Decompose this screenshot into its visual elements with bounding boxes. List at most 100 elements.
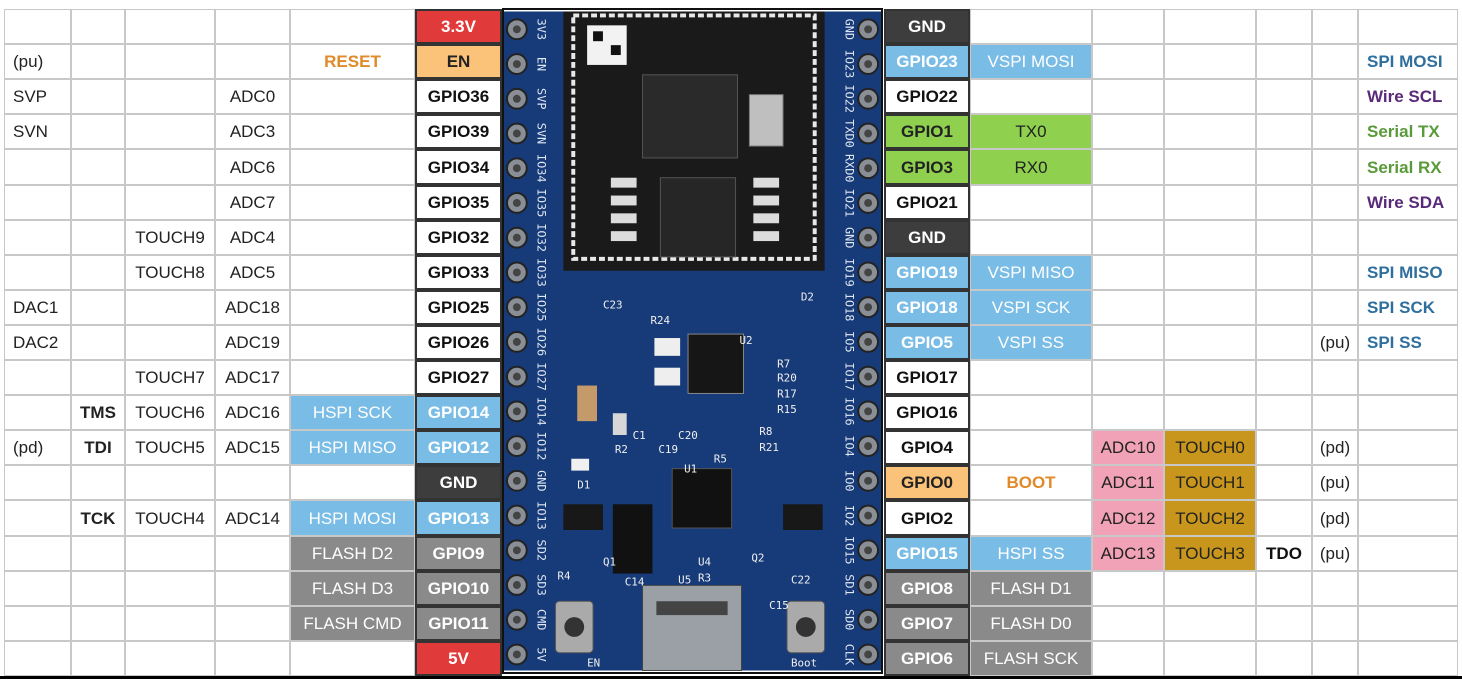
header-pin-hole: [512, 650, 521, 659]
header-pin-hole: [512, 94, 521, 103]
pin-function-cell: SVP: [4, 79, 71, 114]
pin-function-cell: [71, 9, 125, 44]
pin-function-cell: [1256, 465, 1312, 500]
pin-function-cell: TOUCH6: [125, 395, 215, 430]
pin-function-cell: [1256, 430, 1312, 465]
pin-function-cell: [4, 255, 71, 290]
pin-function-cell: [71, 255, 125, 290]
silk-label-left: IO34: [535, 154, 549, 183]
header-pin-hole: [512, 199, 521, 207]
module-passive: [610, 177, 637, 188]
header-pin-hole: [864, 650, 873, 659]
pin-gpio15: GPIO15: [884, 536, 970, 571]
silk-label-right: IO4: [842, 435, 856, 456]
pin-function-cell: ADC17: [215, 360, 290, 395]
pin-function-cell: [1092, 9, 1164, 44]
header-pin-hole: [512, 25, 521, 34]
pin-function-cell: ADC12: [1092, 500, 1164, 536]
pin-gpio27: GPIO27: [415, 360, 502, 395]
pin-function-cell: [1256, 325, 1312, 360]
pin-function-cell: VSPI MISO: [970, 255, 1092, 290]
pin-gpio19: GPIO19: [884, 255, 970, 290]
pin-function-cell: ADC4: [215, 220, 290, 255]
pin-function-cell: [1358, 430, 1458, 465]
pin-function-cell: SPI MOSI: [1358, 44, 1458, 79]
pin-function-cell: TDI: [71, 430, 125, 465]
header-pin-hole: [864, 129, 873, 138]
pin-function-cell: [1312, 79, 1358, 114]
pin-function-cell: [1164, 571, 1256, 606]
silk-label-right: TXD0: [842, 119, 856, 148]
cap: [654, 338, 681, 356]
silk-label-left: IO26: [535, 328, 549, 357]
pin-function-cell: [4, 185, 71, 220]
pin-function-cell: [1312, 641, 1358, 676]
pin-function-cell: [1164, 149, 1256, 185]
pin-function-cell: [1312, 360, 1358, 395]
component-label: C23: [603, 298, 623, 311]
module-passive: [753, 195, 780, 206]
pin-function-cell: VSPI SCK: [970, 290, 1092, 325]
pin-gpio26: GPIO26: [415, 325, 502, 360]
component-label: R17: [777, 387, 797, 400]
component-label: Q1: [603, 556, 616, 569]
silk-label-right: IO18: [842, 293, 856, 322]
component-label: C14: [625, 575, 645, 588]
pin-function-cell: [290, 79, 415, 114]
pin-function-cell: [1164, 395, 1256, 430]
pin-gpio16: GPIO16: [884, 395, 970, 430]
led: [571, 458, 590, 471]
silk-label-left: IO25: [535, 293, 549, 322]
pin-function-cell: [1092, 290, 1164, 325]
pin-function-cell: ADC18: [215, 290, 290, 325]
pin-function-cell: [1256, 44, 1312, 79]
pin-function-cell: [1092, 360, 1164, 395]
component-label: R20: [777, 372, 797, 385]
header-pin-hole: [512, 129, 521, 138]
pin-function-cell: [1092, 220, 1164, 255]
silk-label-right: GND: [842, 19, 856, 40]
pin-function-cell: [125, 641, 215, 676]
pin-function-cell: Serial TX: [1358, 114, 1458, 149]
pin-function-cell: [125, 571, 215, 606]
pin-function-cell: [215, 571, 290, 606]
pin-function-cell: ADC19: [215, 325, 290, 360]
qr-mark: [593, 31, 603, 42]
pin-function-cell: [125, 9, 215, 44]
header-pin-hole: [864, 337, 873, 346]
header-pin-hole: [512, 164, 521, 173]
pin-function-cell: [970, 500, 1092, 536]
pin-function-cell: ADC15: [215, 430, 290, 465]
pin-function-cell: [1092, 571, 1164, 606]
pin-function-cell: [1092, 149, 1164, 185]
silk-label-right: CLK: [842, 644, 856, 666]
pin-gpio23: GPIO23: [884, 44, 970, 79]
pin-function-cell: BOOT: [970, 465, 1092, 500]
pin-function-cell: [215, 536, 290, 571]
header-pin-hole: [864, 615, 873, 624]
pin-function-cell: [125, 325, 215, 360]
pin-function-cell: [215, 606, 290, 641]
pin-function-cell: [4, 641, 71, 676]
component-label: R8: [759, 425, 772, 438]
pin-function-cell: [1164, 290, 1256, 325]
pin-function-cell: [71, 185, 125, 220]
pin-gnd: GND: [415, 465, 502, 500]
pin-function-cell: [125, 79, 215, 114]
component-label: U2: [740, 334, 753, 347]
pin-function-cell: [1164, 255, 1256, 290]
header-pin-hole: [864, 511, 873, 520]
component-label: C19: [658, 443, 678, 456]
pin-function-cell: [290, 149, 415, 185]
pin-function-cell: [1256, 606, 1312, 641]
pin-function-cell: RX0: [970, 149, 1092, 185]
module-passive: [610, 213, 637, 224]
pin-function-cell: FLASH SCK: [970, 641, 1092, 676]
pin-function-cell: TOUCH0: [1164, 430, 1256, 465]
pin-function-cell: [1256, 395, 1312, 430]
transistor: [783, 504, 823, 530]
pin-function-cell: (pu): [4, 44, 71, 79]
pin-function-cell: [1358, 360, 1458, 395]
pin-function-cell: [1256, 360, 1312, 395]
pin-gpio10: GPIO10: [415, 571, 502, 606]
